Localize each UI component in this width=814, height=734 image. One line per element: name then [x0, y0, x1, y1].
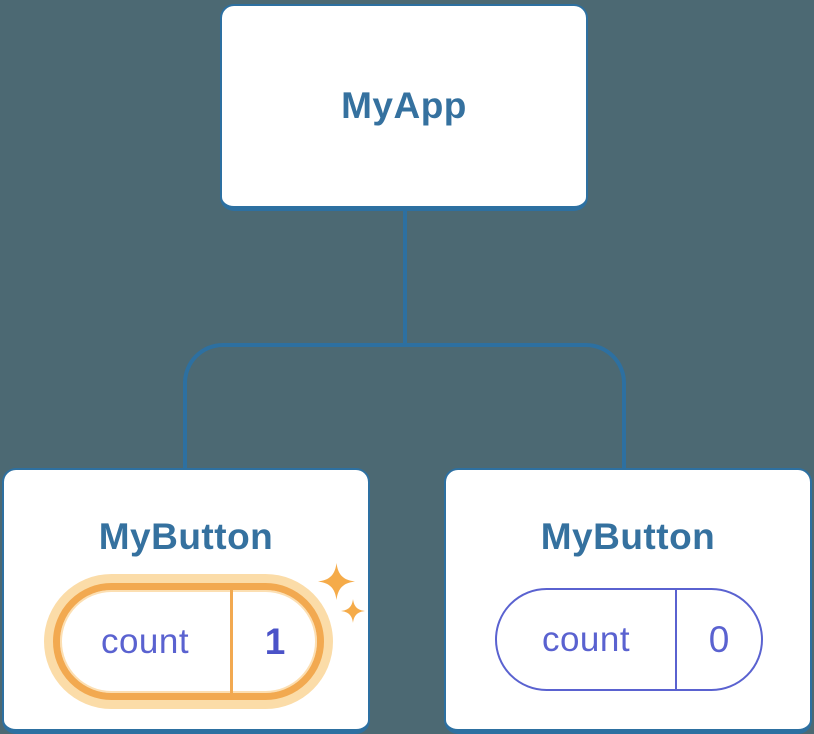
pill-divider	[675, 590, 677, 689]
state-key-label: count	[100, 621, 190, 661]
component-name-myapp: MyApp	[341, 85, 467, 126]
state-key-cell: count	[497, 590, 675, 689]
state-value: 0	[708, 618, 730, 660]
component-name-mybutton-2: MyButton	[540, 516, 716, 557]
state-key-label: count	[541, 619, 631, 659]
pill-divider	[230, 590, 233, 693]
state-value-cell: 0	[677, 590, 761, 689]
component-node-mybutton-1: MyButton count 1	[2, 468, 370, 734]
state-value: 1	[264, 620, 286, 662]
sparkle-icon	[318, 563, 355, 600]
state-key-cell: count	[60, 590, 230, 693]
state-pill-plain: count 0	[495, 588, 763, 691]
state-pill-highlighted: count 1	[53, 583, 324, 700]
component-node-myapp: MyApp	[220, 4, 588, 211]
component-node-mybutton-2: MyButton count 0	[444, 468, 812, 734]
sparkle-icon	[341, 599, 365, 623]
connector-branch-bracket	[183, 343, 626, 470]
connector-trunk-line	[403, 211, 407, 345]
state-value-cell: 1	[233, 590, 317, 693]
component-name-mybutton-1: MyButton	[98, 516, 274, 557]
